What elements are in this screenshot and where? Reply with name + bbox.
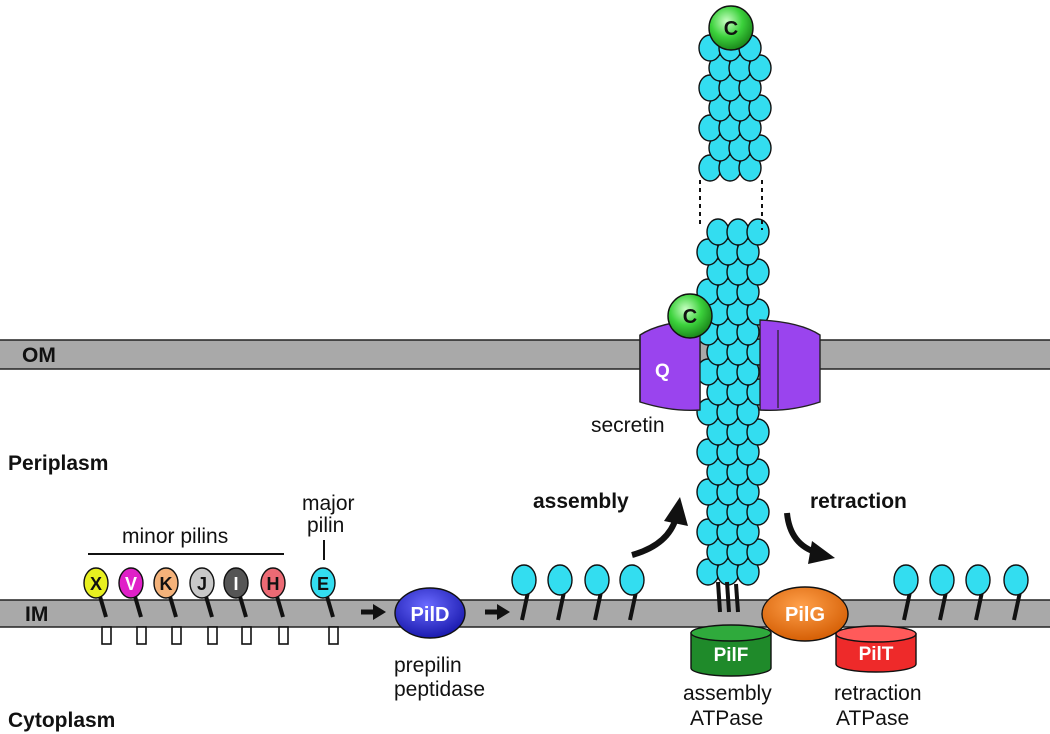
pilin: J — [189, 567, 218, 645]
processed-pilins-right — [893, 564, 1029, 621]
pilt-label-line2: ATPase — [836, 707, 909, 730]
pilin: E — [310, 567, 339, 645]
pilg-name: PilG — [785, 604, 825, 626]
pilin: K — [153, 567, 182, 645]
pilin-letter: X — [90, 574, 102, 594]
processed-pilin — [547, 564, 573, 621]
pild-peptidase: PilD — [394, 587, 466, 639]
arrow-to-pild — [361, 604, 386, 620]
pilf-label-line2: ATPase — [690, 707, 763, 730]
pilin-letter: V — [125, 574, 137, 594]
pilf-label-line1: assembly — [683, 682, 772, 705]
pilus-base-stalks — [716, 581, 740, 613]
arrow-after-pild — [485, 604, 510, 620]
pilin-letter: J — [197, 574, 207, 594]
processed-pilin — [929, 564, 955, 621]
assembly-label: assembly — [533, 490, 629, 513]
pilin-subunit — [706, 218, 730, 246]
major-pilin: E — [310, 567, 339, 645]
minor-pilins-label: minor pilins — [122, 525, 228, 548]
pilg-platform: PilG — [761, 586, 849, 642]
pilf-name: PilF — [714, 645, 749, 666]
tip-protein-top: C — [708, 5, 754, 51]
processed-pilin — [965, 564, 991, 621]
pilin: V — [118, 567, 147, 645]
secretin-letter: Q — [655, 361, 670, 382]
pild-label-line2: peptidase — [394, 678, 485, 701]
pilin-letter: K — [160, 574, 173, 594]
pilt-label-line1: retraction — [834, 682, 922, 705]
pilt-name: PilT — [859, 644, 894, 665]
pilus-filament-bottom — [696, 218, 770, 586]
pilin-letter: E — [317, 574, 329, 594]
tip-protein-bottom-letter: C — [683, 306, 697, 328]
secretin-front: Q — [639, 319, 821, 412]
outer-membrane-label: OM — [22, 344, 56, 367]
pild-name: PilD — [411, 604, 450, 626]
pilin: X — [83, 567, 112, 645]
processed-pilin — [584, 564, 610, 621]
outer-membrane: OM — [0, 339, 1050, 370]
inner-membrane-label: IM — [25, 603, 48, 626]
cytoplasm-label: Cytoplasm — [8, 709, 115, 732]
tip-protein-top-letter: C — [724, 18, 738, 40]
major-pilin-label-line2: pilin — [307, 514, 344, 537]
pilin-letter: H — [267, 574, 280, 594]
retraction-arrow — [784, 512, 835, 564]
retraction-label: retraction — [810, 490, 907, 513]
processed-pilin — [511, 564, 537, 621]
pilin-letter: I — [233, 574, 238, 594]
pilf-assembly-atpase: PilF — [690, 624, 772, 677]
pilin: I — [223, 567, 252, 645]
major-pilin-label-line1: major — [302, 492, 355, 515]
processed-pilin — [1003, 564, 1029, 621]
assembly-arrow — [631, 497, 688, 558]
processed-pilins-left — [511, 564, 645, 621]
pilt-retraction-atpase: PilT — [835, 625, 917, 673]
pild-label-line1: prepilin — [394, 654, 462, 677]
pilus-filament-top — [698, 34, 772, 182]
pilin-subunit — [726, 218, 750, 246]
processed-pilin — [619, 564, 645, 621]
processed-pilin — [893, 564, 919, 621]
periplasm-label: Periplasm — [8, 452, 108, 475]
tip-protein-bottom: C — [667, 293, 713, 339]
secretin-label: secretin — [591, 414, 665, 437]
pilin-subunit — [746, 218, 770, 246]
pilin: H — [260, 567, 289, 645]
